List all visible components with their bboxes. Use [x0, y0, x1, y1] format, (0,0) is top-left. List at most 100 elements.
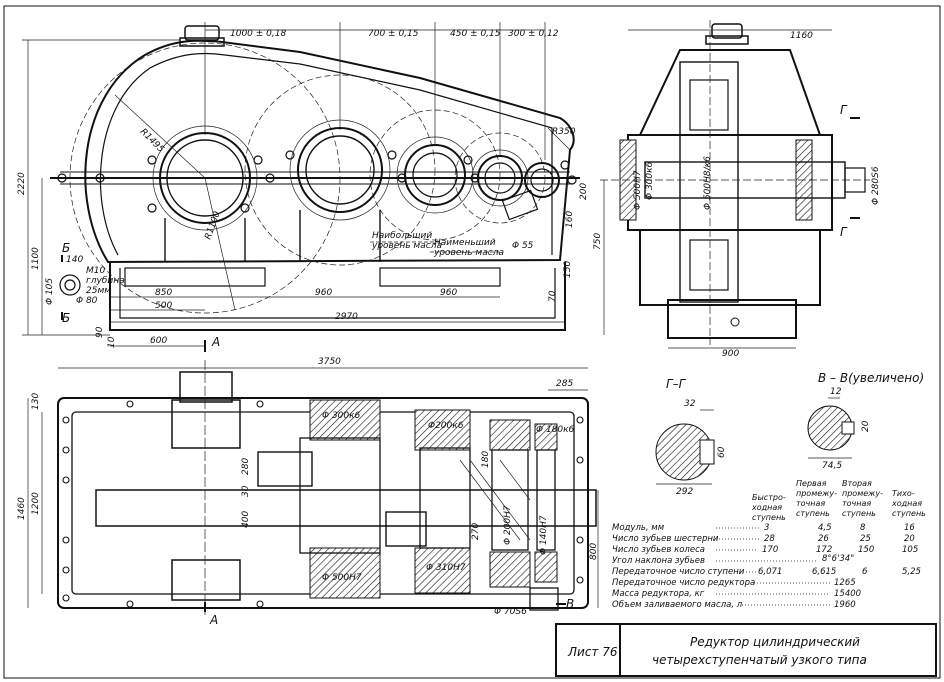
dim-2220: 2220 — [17, 172, 27, 195]
dim-30: 30 — [241, 485, 251, 497]
row-label-oil-volume: Объем заливаемого масла, л — [612, 600, 743, 610]
dim-1460: 1460 — [17, 497, 27, 520]
dim-r1100: R1100 — [203, 210, 222, 241]
cell-wheel-3: 150 — [858, 545, 874, 555]
dim-600: 600 — [150, 336, 167, 346]
cell-wheel-1: 170 — [762, 545, 778, 555]
dim-1200: 1200 — [31, 492, 41, 515]
dim-74-5: 74,5 — [822, 461, 842, 471]
dim-450: 450 ± 0,15 — [450, 29, 501, 39]
dim-d180k6: Φ 180к6 — [536, 425, 575, 435]
dim-d500h7-side: Φ 500Н7 — [633, 170, 643, 210]
cell-total-ratio: 1265 — [834, 578, 856, 588]
cell-module-1: 3 — [764, 523, 769, 533]
oil-min-2: уровень масла — [433, 248, 504, 258]
dim-400: 400 — [241, 511, 251, 528]
header-col2-4: ступень — [796, 509, 830, 518]
cell-module-2: 4,5 — [818, 523, 832, 533]
header-col1-2: ходная — [751, 503, 782, 512]
dim-d70s6: Φ 70S6 — [494, 607, 527, 617]
drawing-title-line2: четырехступенчатый узкого типа — [652, 653, 867, 667]
dim-850: 850 — [155, 288, 172, 298]
spec-table: Быстро- ходная ступень Первая промежу- т… — [612, 479, 926, 610]
label-a-top: А — [211, 335, 220, 349]
label-v-plan: В — [566, 597, 574, 611]
side-view — [600, 20, 870, 349]
header-col3-3: точная — [842, 499, 871, 508]
dim-285: 285 — [556, 379, 573, 389]
dim-d310h7: Φ 310Н7 — [426, 563, 466, 573]
dim-d280s6: Φ 280S6 — [871, 166, 881, 205]
dim-90: 90 — [95, 326, 105, 338]
dim-900: 900 — [722, 349, 739, 359]
cell-helix-angle: 8°6'34" — [822, 554, 854, 564]
header-col4-1: Тихо- — [892, 489, 915, 498]
dim-d200h7: Φ 200Н7 — [503, 505, 513, 545]
header-col1-1: Быстро- — [752, 493, 786, 502]
dim-160: 160 — [565, 211, 575, 228]
label-a-bottom: А — [209, 613, 218, 627]
cell-wheel-2: 172 — [816, 545, 832, 555]
row-label-pinion-teeth: Число зубьев шестерни — [612, 534, 719, 544]
dim-750: 750 — [593, 233, 603, 250]
row-label-stage-ratio: Передаточное число ступени — [612, 567, 745, 577]
row-label-wheel-teeth: Число зубьев колеса — [612, 545, 705, 555]
label-b-bottom: Б — [62, 311, 70, 325]
dim-r350: R350 — [552, 127, 576, 137]
cell-pinion-3: 25 — [860, 534, 871, 544]
label-g-bottom: Г — [840, 225, 848, 239]
dim-d80: Φ 80 — [76, 296, 98, 306]
header-col2-2: промежу- — [796, 489, 837, 498]
dim-d500h7-plan: Φ 500Н7 — [322, 573, 362, 583]
oil-max-2: уровень масла — [371, 241, 442, 251]
plan-view-labels: 3750 285 1460 1200 130 280 400 30 270 18… — [17, 357, 599, 627]
section-v-v: В – В(увеличено) 12 20 74,5 — [807, 371, 924, 471]
cell-oil-volume: 1960 — [834, 600, 856, 610]
dim-180: 180 — [481, 451, 491, 468]
dim-1100: 1100 — [31, 247, 41, 270]
dim-1000: 1000 ± 0,18 — [230, 29, 286, 39]
label-b-top: Б — [62, 241, 70, 255]
header-col2-3: точная — [796, 499, 825, 508]
cell-mass: 15400 — [834, 589, 861, 599]
cell-module-3: 8 — [860, 523, 866, 533]
cell-wheel-4: 105 — [902, 545, 918, 555]
dim-d300k6-plan: Φ 300к6 — [322, 411, 361, 421]
front-view — [22, 22, 580, 352]
dim-960a: 960 — [315, 288, 332, 298]
row-label-helix-angle: Угол наклона зубьев — [612, 556, 705, 566]
oil-max-1: Наибольший — [372, 231, 432, 241]
spec-rows: Модуль, мм 3 4,5 8 16 Число зубьев шесте… — [612, 523, 921, 610]
dim-3750: 3750 — [318, 357, 341, 367]
title-block: Лист 76 Редуктор цилиндрический четырехс… — [555, 623, 937, 677]
header-col4-3: ступень — [892, 509, 926, 518]
section-g-g: Г–Г 32 60 292 — [655, 377, 727, 497]
dim-d200k6: Φ200к6 — [428, 421, 464, 431]
label-g-top: Г — [840, 103, 848, 117]
oil-min-1: Наименьший — [434, 238, 496, 248]
dim-32: 32 — [684, 399, 696, 409]
cell-pinion-4: 20 — [904, 534, 915, 544]
cell-pinion-1: 28 — [764, 534, 775, 544]
dim-10: 10 — [107, 336, 117, 348]
header-col3-1: Вторая — [842, 479, 872, 488]
dim-140: 140 — [66, 255, 83, 265]
dim-60: 60 — [717, 446, 727, 458]
dim-280: 280 — [241, 458, 251, 475]
dim-r1495: R1495 — [138, 127, 166, 155]
section-g-title: Г–Г — [666, 377, 687, 391]
row-label-mass: Масса редуктора, кг — [612, 589, 705, 599]
dim-m10: M10 — [86, 266, 105, 276]
cell-ratio-2: 6,615 — [812, 567, 836, 577]
cell-ratio-1: 6,071 — [758, 567, 782, 577]
dim-800: 800 — [589, 543, 599, 560]
header-col4-2: ходная — [891, 499, 922, 508]
dim-960b: 960 — [440, 288, 457, 298]
dim-d300k6-side: Φ 300к6 — [645, 161, 655, 200]
cell-ratio-4: 5,25 — [902, 567, 921, 577]
bearing-boss-5 — [524, 162, 560, 198]
dim-500: 500 — [155, 301, 172, 311]
dim-150: 150 — [563, 261, 573, 278]
header-col1-3: ступень — [752, 513, 786, 522]
